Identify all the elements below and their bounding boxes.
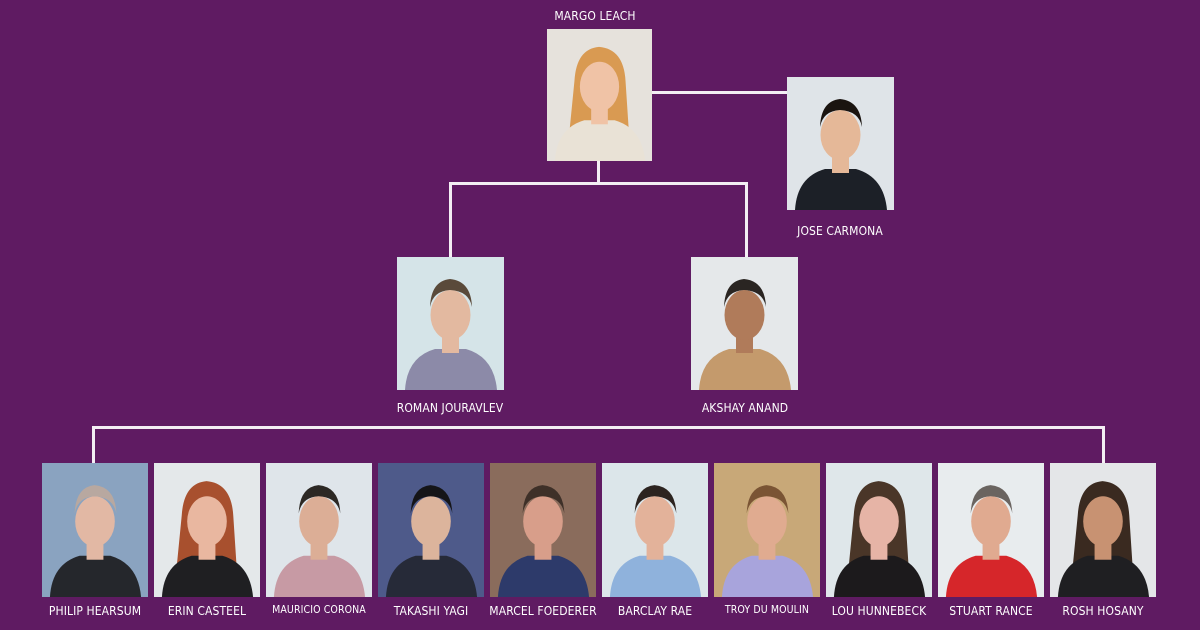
team-member-photo (602, 463, 708, 597)
connector-to-roman (449, 182, 452, 257)
connector-bottom-left (92, 426, 95, 463)
middle-name-roman: ROMAN JOURAVLEV (396, 401, 504, 415)
side-name: JOSE CARMONA (797, 224, 883, 238)
team-member-name: MARCEL FOEDERER (489, 604, 597, 618)
team-member-name: TAKASHI YAGI (393, 604, 469, 618)
team-member-photo (938, 463, 1044, 597)
team-member-photo (378, 463, 484, 597)
team-member-photo (42, 463, 148, 597)
connector-to-akshay (745, 182, 748, 257)
leader-photo (547, 29, 652, 161)
team-member-name: STUART RANCE (949, 604, 1033, 618)
middle-name-akshay: AKSHAY ANAND (701, 401, 789, 415)
team-member-photo (154, 463, 260, 597)
team-member-name: BARCLAY RAE (617, 604, 693, 618)
connector-bottom-right (1102, 426, 1105, 463)
team-member-name: MAURICIO CORONA (272, 604, 366, 616)
team-member-name: TROY DU MOULIN (724, 604, 810, 616)
middle-photo-roman (397, 257, 504, 390)
middle-photo-akshay (691, 257, 798, 390)
team-member-photo (1050, 463, 1156, 597)
team-member-name: PHILIP HEARSUM (48, 604, 142, 618)
team-member-photo (714, 463, 820, 597)
connector-leader-side (652, 91, 787, 94)
connector-bottom-bar (92, 426, 1105, 429)
leader-name: MARGO LEACH (554, 9, 636, 23)
connector-middle-bar (449, 182, 748, 185)
side-photo (787, 77, 894, 210)
team-member-photo (490, 463, 596, 597)
team-member-photo (826, 463, 932, 597)
team-member-name: ROSH HOSANY (1062, 604, 1144, 618)
team-member-photo (266, 463, 372, 597)
connector-leader-down (597, 161, 600, 185)
team-member-name: ERIN CASTEEL (167, 604, 247, 618)
team-member-name: LOU HUNNEBECK (831, 604, 927, 618)
